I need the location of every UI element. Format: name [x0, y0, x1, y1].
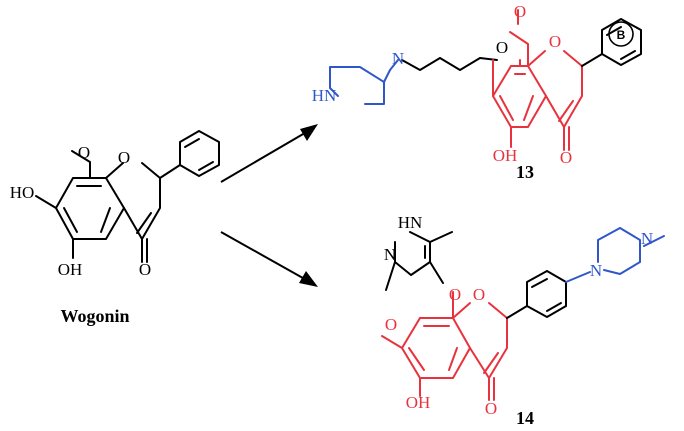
compound-14-label: 14	[516, 408, 534, 428]
wogonin-methoxy-oxygen: O	[78, 143, 90, 162]
c14-pyrazole-n: N	[384, 245, 396, 264]
wogonin-5-hydroxyl: OH	[58, 260, 83, 279]
wogonin-structure: O O HO OH O Wogonin	[10, 130, 220, 326]
c13-n: N	[392, 49, 404, 68]
c14-piperazine-n4: N	[641, 229, 653, 248]
c13-ether-oxygen: O	[496, 38, 508, 57]
compound-13-label: 13	[516, 162, 534, 182]
c14-pyrazole-nh: HN	[398, 213, 423, 232]
c14-ring-oxygen: O	[473, 285, 485, 304]
c14-methoxy-oxygen: O	[385, 315, 397, 334]
c14-5-hydroxyl: OH	[406, 393, 431, 412]
ring-b-label: B	[617, 28, 626, 42]
wogonin-7-hydroxyl: HO	[10, 183, 35, 202]
wogonin-carbonyl-oxygen: O	[139, 260, 151, 279]
c13-5-hydroxyl: OH	[493, 146, 518, 165]
compound-14-structure: HN N O O O OH O N N 14	[381, 213, 665, 428]
compound-13-structure: HN N O O O OH O B 13	[312, 2, 642, 182]
wogonin-label: Wogonin	[60, 306, 129, 326]
c13-hn: HN	[312, 86, 337, 105]
c14-piperazine-n1: N	[590, 261, 602, 280]
c13-carbonyl-oxygen: O	[560, 148, 572, 167]
arrow-to-14	[220, 231, 318, 287]
c14-carbonyl-oxygen: O	[485, 399, 497, 418]
arrow-to-13	[220, 124, 318, 183]
c13-methoxy-oxygen: O	[514, 2, 526, 21]
c13-ring-oxygen: O	[549, 32, 561, 51]
c14-ether-oxygen: O	[449, 285, 461, 304]
wogonin-ring-oxygen: O	[118, 148, 130, 167]
